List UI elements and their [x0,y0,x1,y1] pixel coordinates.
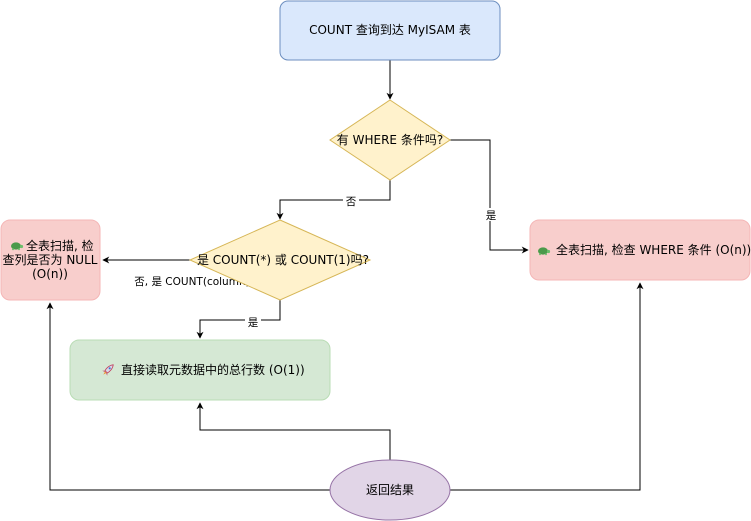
node-count-check-diamond [188,219,372,301]
edge-result-to-scan-where [450,282,644,491]
node-start-label: COUNT 查询到达 MyISAM 表 [309,23,471,37]
node-start-box [279,0,501,61]
turtle-icon [11,242,24,251]
node-count-check: 是 COUNT(*) 或 COUNT(1)吗? [188,219,372,301]
node-metadata-read: 直接读取元数据中的总行数 (O(1)) [69,339,331,401]
edges [46,60,644,491]
node-scan-null: 全表扫描, 检 查列是否为 NULL (O(n)) [0,219,101,301]
node-where-check-diamond [329,99,451,181]
edge-label-where-yes: 是 [486,210,497,222]
node-count-check-label: 是 COUNT(*) 或 COUNT(1)吗? [197,253,369,267]
rocket-icon [102,364,114,376]
node-metadata-read-box [69,339,331,401]
node-scan-where: 全表扫描, 检查 WHERE 条件 (O(n)) [529,219,751,281]
node-start: COUNT 查询到达 MyISAM 表 [279,0,501,61]
node-scan-null-line-3: (O(n)) [32,267,68,281]
node-metadata-read-label: 直接读取元数据中的总行数 (O(1)) [121,362,305,377]
edge-count-yes-to-metadata [196,300,281,339]
node-result: 返回结果 [329,459,451,521]
turtle-icon [538,247,551,256]
node-where-check-label: 有 WHERE 条件吗? [337,133,443,147]
node-scan-where-box [529,219,751,281]
edge-labels: 否 是 否, 是 COUNT(column) 是 [134,194,499,329]
edge-label-count-no: 否, 是 COUNT(column) [134,276,249,288]
node-scan-where-label: 全表扫描, 检查 WHERE 条件 (O(n)) [556,242,751,257]
edge-where-yes-to-scan-where [450,139,529,254]
node-result-ellipse [329,459,451,521]
node-result-label: 返回结果 [366,483,414,497]
node-scan-null-line-1: 全表扫描, 检 [26,238,94,253]
node-where-check: 有 WHERE 条件吗? [329,99,451,181]
edge-where-no-to-count [276,180,391,220]
edge-label-count-yes: 是 [248,317,259,329]
edge-label-where-no: 否 [346,196,357,208]
edge-result-to-scan-null [46,302,330,491]
node-scan-null-box [0,219,101,301]
node-scan-null-line-2: 查列是否为 NULL [3,253,98,267]
edge-result-to-metadata [196,402,391,460]
